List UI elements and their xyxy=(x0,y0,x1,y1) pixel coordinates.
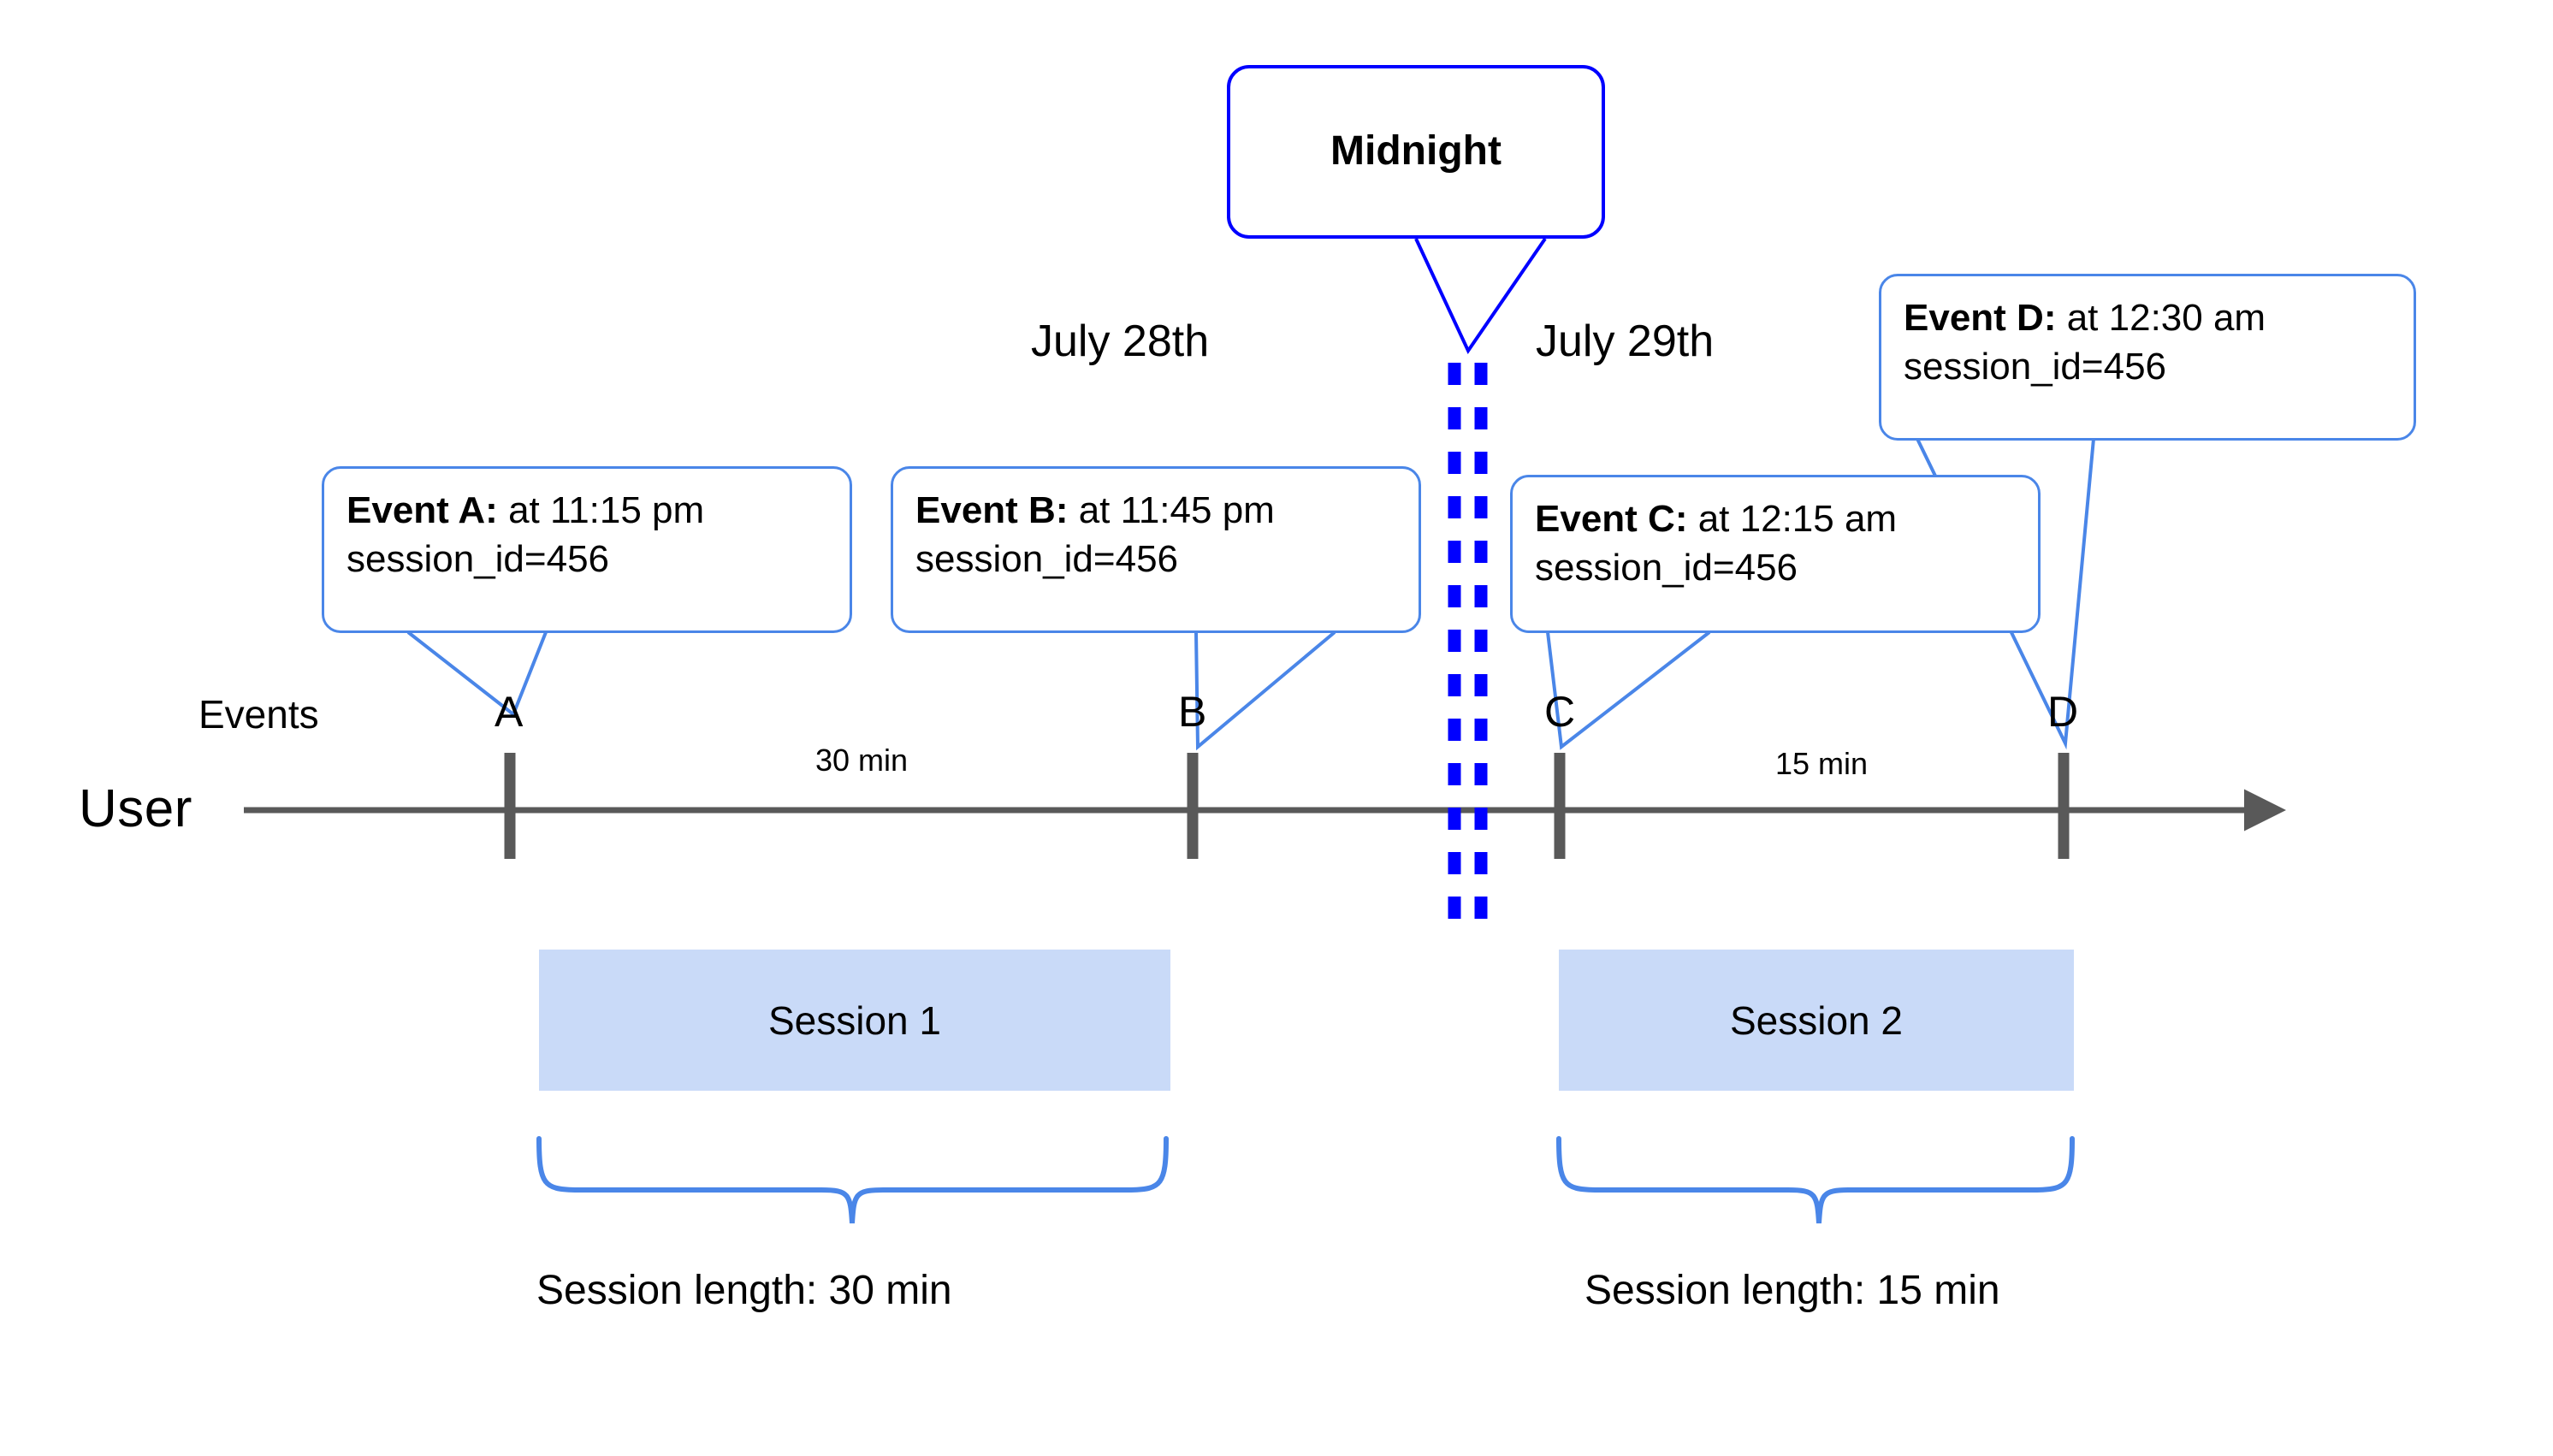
event-a-line-1: Event A: at 11:15 pm xyxy=(347,486,827,535)
event-b-callout-tail xyxy=(1194,630,1336,751)
dashed-divider-icon xyxy=(1448,363,1488,928)
event-c-rest: at 12:15 am xyxy=(1687,498,1898,540)
session-1-brace xyxy=(536,1136,1169,1224)
event-a-tail-path xyxy=(406,630,548,718)
date-label-right: July 29th xyxy=(1536,317,1715,366)
event-c-tail-path xyxy=(1546,630,1711,750)
gap-label-15-min: 15 min xyxy=(1775,746,1869,781)
event-d-line-2: session_id=456 xyxy=(1904,346,2167,388)
marker-letter-a: A xyxy=(495,688,524,736)
date-label-left: July 28th xyxy=(1031,317,1210,366)
event-c-callout-tail xyxy=(1546,630,1711,750)
event-a-line-2: session_id=456 xyxy=(347,538,610,581)
event-d-strong: Event D: xyxy=(1904,297,2057,339)
session-2-brace xyxy=(1556,1136,2075,1224)
event-b-line-1: Event B: at 11:45 pm xyxy=(915,486,1396,535)
session-1-bar-label: Session 1 xyxy=(767,997,941,1043)
event-a-callout-tail xyxy=(406,630,548,718)
event-d-rest: at 12:30 am xyxy=(2056,297,2266,339)
event-b-callout[interactable]: Event B: at 11:45 pm session_id=456 xyxy=(891,466,1421,633)
session-2-bar-label: Session 2 xyxy=(1729,997,1903,1043)
event-d-line-1: Event D: at 12:30 am xyxy=(1904,293,2391,342)
session-2-brace-path xyxy=(1556,1136,2075,1224)
session-1-length-label: Session length: 30 min xyxy=(536,1268,952,1313)
event-c-line-2: session_id=456 xyxy=(1535,547,1798,589)
midnight-tail-path xyxy=(1414,237,1547,355)
event-a-strong: Event A: xyxy=(347,489,498,531)
midnight-label: Midnight xyxy=(1330,128,1502,175)
event-b-tail-path xyxy=(1194,630,1336,751)
session-2-length-label: Session length: 15 min xyxy=(1585,1268,2000,1313)
marker-letter-d: D xyxy=(2047,688,2079,736)
event-c-strong: Event C: xyxy=(1535,498,1688,540)
lane-label-events: Events xyxy=(198,692,319,737)
event-c-callout[interactable]: Event C: at 12:15 am session_id=456 xyxy=(1510,475,2041,633)
event-b-rest: at 11:45 pm xyxy=(1068,489,1275,531)
session-2-bar[interactable]: Session 2 xyxy=(1559,950,2074,1091)
event-a-callout[interactable]: Event A: at 11:15 pm session_id=456 xyxy=(322,466,852,633)
event-d-callout[interactable]: Event D: at 12:30 am session_id=456 xyxy=(1879,274,2416,441)
lane-label-user: User xyxy=(79,779,193,838)
event-b-line-2: session_id=456 xyxy=(915,538,1179,581)
midnight-callout[interactable]: Midnight xyxy=(1227,65,1605,239)
marker-letter-b: B xyxy=(1178,688,1207,736)
midnight-callout-tail xyxy=(1414,237,1547,355)
timeline-axis xyxy=(244,753,2286,859)
marker-letter-c: C xyxy=(1544,688,1576,736)
event-c-line-1: Event C: at 12:15 am xyxy=(1535,494,2016,543)
event-b-strong: Event B: xyxy=(915,489,1069,531)
session-1-brace-path xyxy=(536,1136,1169,1224)
session-1-bar[interactable]: Session 1 xyxy=(539,950,1170,1091)
event-a-rest: at 11:15 pm xyxy=(497,489,705,531)
gap-label-30-min: 30 min xyxy=(815,743,909,778)
